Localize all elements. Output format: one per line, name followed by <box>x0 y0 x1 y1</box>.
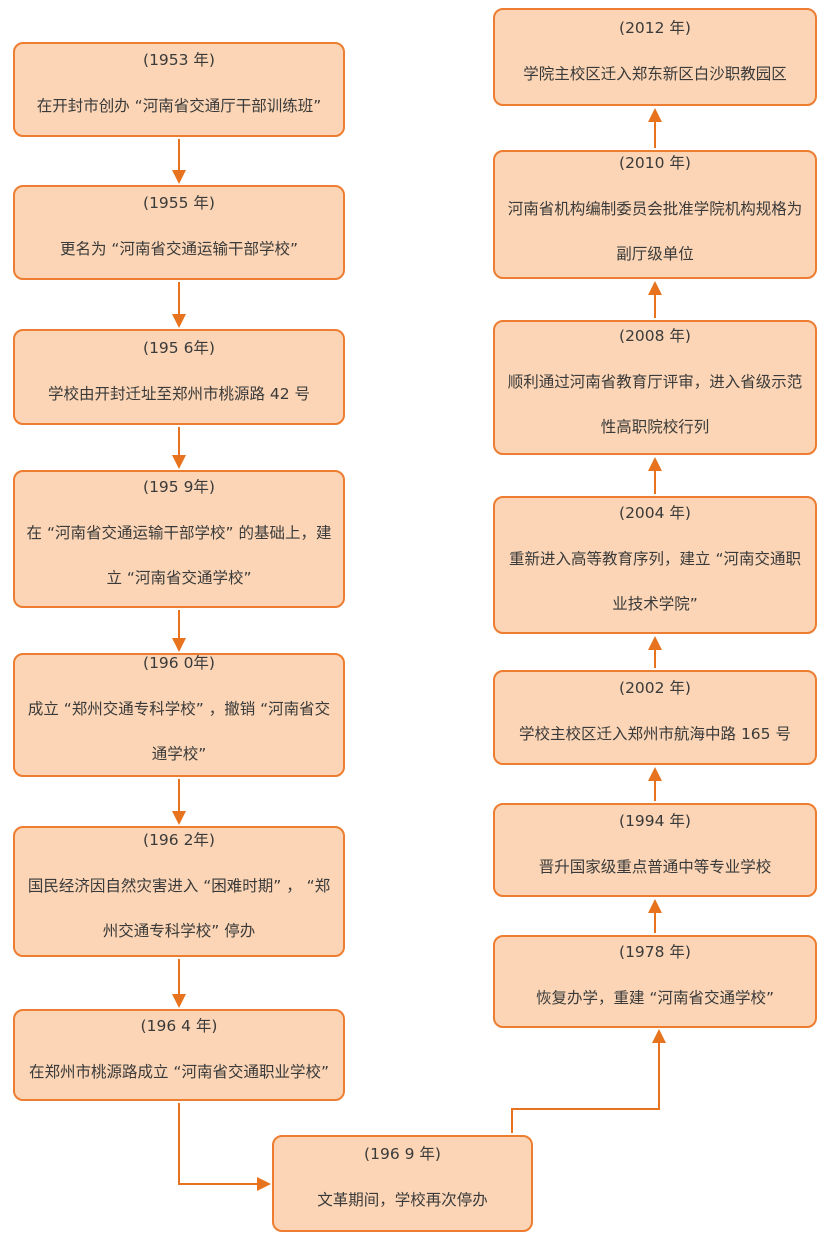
arrow-2002-2004 <box>648 636 662 668</box>
timeline-node-2008: (2008 年) 顺利通过河南省教育厅评审，进入省级示范性高职院校行列 <box>493 320 817 455</box>
node-year: (1994 年) <box>619 811 691 830</box>
node-text: 晋升国家级重点普通中等专业学校 <box>538 857 772 876</box>
arrow-1960-1962 <box>172 779 186 825</box>
node-text: 在 “河南省交通运输干部学校” 的基础上，建立 “河南省交通学校” <box>26 524 332 587</box>
timeline-node-1969: (196 9 年) 文革期间，学校再次停办 <box>272 1135 533 1232</box>
arrow-1959-1960 <box>172 610 186 652</box>
node-text: 学院主校区迁入郑东新区白沙职教园区 <box>523 64 787 83</box>
arrow-1953-1955 <box>172 139 186 184</box>
node-text: 重新进入高等教育序列，建立 “河南交通职业技术学院” <box>509 550 801 613</box>
timeline-node-1959: (195 9年) 在 “河南省交通运输干部学校” 的基础上，建立 “河南省交通学… <box>13 470 345 608</box>
node-year: (195 9年) <box>143 478 215 496</box>
node-text: 恢复办学，重建 “河南省交通学校” <box>536 989 774 1007</box>
timeline-node-1994: (1994 年) 晋升国家级重点普通中等专业学校 <box>493 803 817 897</box>
arrow-1978-1994 <box>648 899 662 933</box>
timeline-node-1953: (1953 年) 在开封市创办 “河南省交通厅干部训练班” <box>13 42 345 137</box>
node-year: (1953 年) <box>143 51 215 69</box>
timeline-node-2002: (2002 年) 学校主校区迁入郑州市航海中路 165 号 <box>493 670 817 765</box>
node-text: 河南省机构编制委员会批准学院机构规格为副厅级单位 <box>507 199 803 263</box>
timeline-node-2010: (2010 年) 河南省机构编制委员会批准学院机构规格为副厅级单位 <box>493 150 817 279</box>
arrow-1969-1978 <box>511 1029 666 1133</box>
node-text: 国民经济因自然灾害进入 “困难时期” ， “郑州交通专科学校” 停办 <box>27 876 331 940</box>
arrow-1956-1959 <box>172 427 186 469</box>
node-year: (2002 年) <box>619 679 691 697</box>
node-year: (1955 年) <box>143 194 215 212</box>
node-text: 顺利通过河南省教育厅评审，进入省级示范性高职院校行列 <box>507 372 803 436</box>
node-text: 学校主校区迁入郑州市航海中路 165 号 <box>519 725 791 743</box>
timeline-node-1978: (1978 年) 恢复办学，重建 “河南省交通学校” <box>493 935 817 1028</box>
node-year: (1978 年) <box>619 943 691 961</box>
node-year: (196 4 年) <box>140 1016 218 1035</box>
node-text: 文革期间，学校再次停办 <box>317 1191 488 1209</box>
node-text: 在郑州市桃源路成立 “河南省交通职业学校” <box>29 1062 329 1081</box>
timeline-node-1955: (1955 年) 更名为 “河南省交通运输干部学校” <box>13 185 345 280</box>
arrow-1962-1964 <box>172 959 186 1008</box>
node-text: 更名为 “河南省交通运输干部学校” <box>60 240 298 258</box>
arrow-1964-1969 <box>178 1103 271 1191</box>
timeline-node-1960: (196 0年) 成立 “郑州交通专科学校” ，撤销 “河南省交通学校” <box>13 653 345 777</box>
node-text: 成立 “郑州交通专科学校” ，撤销 “河南省交通学校” <box>27 700 331 763</box>
timeline-node-1956: (195 6年) 学校由开封迁址至郑州市桃源路 42 号 <box>13 329 345 425</box>
arrow-2010-2012 <box>648 108 662 148</box>
node-year: (2010 年) <box>619 153 691 172</box>
node-year: (196 2年) <box>143 830 215 849</box>
node-year: (196 0年) <box>143 654 215 672</box>
arrow-1994-2002 <box>648 767 662 801</box>
node-year: (195 6年) <box>143 338 215 357</box>
arrow-2004-2008 <box>648 457 662 494</box>
arrow-1955-1956 <box>172 282 186 328</box>
timeline-node-1964: (196 4 年) 在郑州市桃源路成立 “河南省交通职业学校” <box>13 1009 345 1101</box>
node-year: (2012 年) <box>619 18 691 37</box>
arrow-2008-2010 <box>648 281 662 318</box>
node-text: 学校由开封迁址至郑州市桃源路 42 号 <box>47 384 311 403</box>
timeline-node-2012: (2012 年) 学院主校区迁入郑东新区白沙职教园区 <box>493 8 817 106</box>
node-year: (2008 年) <box>619 326 691 345</box>
timeline-node-2004: (2004 年) 重新进入高等教育序列，建立 “河南交通职业技术学院” <box>493 496 817 634</box>
node-year: (2004 年) <box>619 504 691 522</box>
timeline-node-1962: (196 2年) 国民经济因自然灾害进入 “困难时期” ， “郑州交通专科学校”… <box>13 826 345 957</box>
node-year: (196 9 年) <box>364 1145 441 1163</box>
node-text: 在开封市创办 “河南省交通厅干部训练班” <box>36 97 322 115</box>
